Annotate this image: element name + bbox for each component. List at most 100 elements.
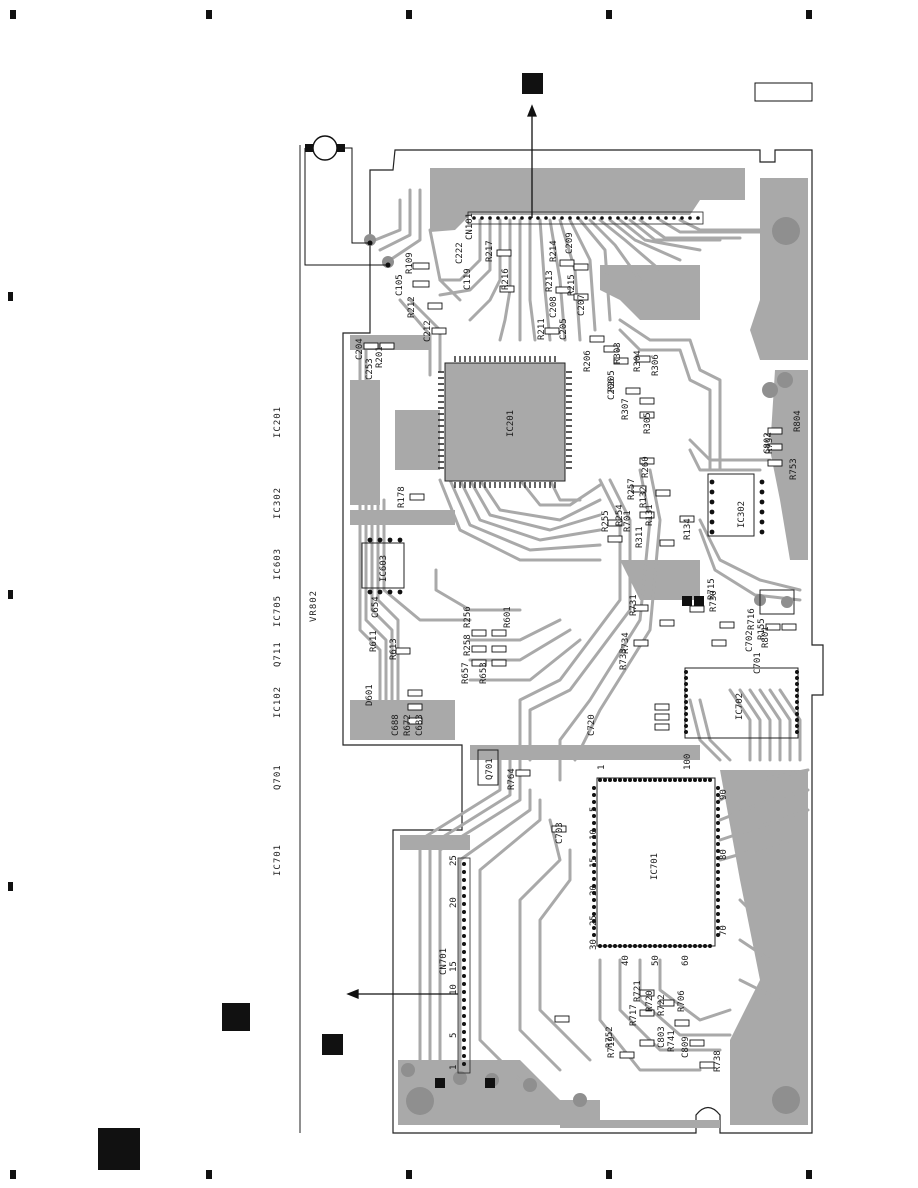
label-c222: C222 [455,242,465,264]
ic201-chip [438,356,572,488]
label-r719: R719 [607,1036,617,1058]
pin-number-50: 50 [651,955,661,966]
label-c683: C683 [415,714,425,736]
label-r730: R730 [709,590,719,612]
marker-left [222,1003,250,1031]
label-r134: R134 [683,518,693,540]
cn701-pin-20: 20 [449,897,459,908]
label-r205: R205 [607,370,617,392]
label-c654: C654 [371,596,381,618]
cn101-label: CN101 [465,213,475,240]
label-r752: R752 [605,1026,615,1048]
pin-number-30: 30 [589,939,599,950]
reference-box [754,82,813,102]
label-r214: R214 [549,240,559,262]
pads [364,217,800,1115]
cn701-pin-25: 25 [449,855,459,866]
legend-item-ic701: IC701 [273,844,283,876]
label-r213: R213 [545,270,555,292]
cn701-pin-15: 15 [449,961,459,972]
marker-corner [98,1128,140,1170]
pin-number-60: 60 [681,955,691,966]
legend-item-ic201: IC201 [273,406,283,438]
label-r307: R307 [621,398,631,420]
label-c119: C119 [463,268,473,290]
signal-arrows [346,104,537,999]
label-c720: C720 [587,714,597,736]
cn701-label: CN701 [439,948,449,975]
ic302-label: IC302 [737,501,747,528]
label-r109: R109 [405,252,415,274]
label-r653: R653 [479,662,489,684]
label-c803: C803 [657,1026,667,1048]
ic201-label: IC201 [506,410,516,437]
label-r216: R216 [501,268,511,290]
label-c207: C207 [577,294,587,316]
label-c702: C702 [745,630,755,652]
ic701-label: IC701 [650,853,660,880]
label-r260: R260 [641,456,651,478]
label-r304: R304 [633,350,643,372]
label-r211: R211 [537,318,547,340]
pin-number-70: 70 [719,925,729,936]
label-r734: R734 [621,632,631,654]
pin-number-25: 25 [589,915,599,926]
label-d601: D601 [365,684,375,706]
ic603-chip [361,537,405,595]
label-r717: R717 [629,1004,639,1026]
label-c205: C205 [559,318,569,340]
component-labels: R109C105R212C212C204C253R201R217C222C119… [355,232,803,1072]
registration-marks [8,10,812,1179]
ic702-chip [684,667,799,739]
legend-item-q711: Q711 [273,641,283,667]
pin-number-5: 5 [589,807,599,812]
label-r306: R306 [651,354,661,376]
label-c209: C209 [565,232,575,254]
legend-item-q701: Q701 [273,764,283,790]
label-r733: R733 [619,648,629,670]
legend-item-ic102: IC102 [273,686,283,718]
label-c105: C105 [395,274,405,296]
label-r701: R701 [623,510,633,532]
label-r753: R753 [789,458,799,480]
cn701-pin-1: 1 [449,1065,459,1070]
q701-label: Q701 [485,758,495,780]
label-r215: R215 [567,274,577,296]
label-r256: R256 [463,606,473,628]
pin-number-40: 40 [621,955,631,966]
q701-part [477,749,499,786]
label-r754: R754 [765,432,775,454]
label-r731: R731 [629,594,639,616]
pin-number-80: 80 [719,849,729,860]
label-r311: R311 [635,526,645,548]
label-r741: R741 [667,1030,677,1052]
label-c688: C688 [391,714,401,736]
label-c701: C701 [753,652,763,674]
label-r722: R722 [657,994,667,1016]
cn701-pin-5: 5 [449,1033,459,1038]
label-r217: R217 [485,240,495,262]
label-r672: R672 [403,714,413,736]
label-r254: R254 [615,504,625,526]
label-r257: R257 [627,478,637,500]
label-c802: C802 [763,432,773,454]
label-c703: C703 [555,822,565,844]
ic702-label: IC702 [735,693,745,720]
legend-item-ic705: IC705 [273,595,283,627]
label-r258: R258 [463,634,473,656]
marker-top [522,73,543,94]
label-c204: C204 [355,338,365,360]
label-r764: R764 [507,768,517,790]
label-r131: R131 [645,504,655,526]
label-c253: C253 [365,358,375,380]
label-r206: R206 [583,350,593,372]
pin-number-100: 100 [683,754,693,770]
label-r178: R178 [397,486,407,508]
cn101-pin-row [467,211,704,225]
label-r212: R212 [407,296,417,318]
label-r255: R255 [601,510,611,532]
label-r801: R801 [761,626,771,648]
marker-bottom [322,1034,343,1055]
header-blocks [435,589,795,1088]
